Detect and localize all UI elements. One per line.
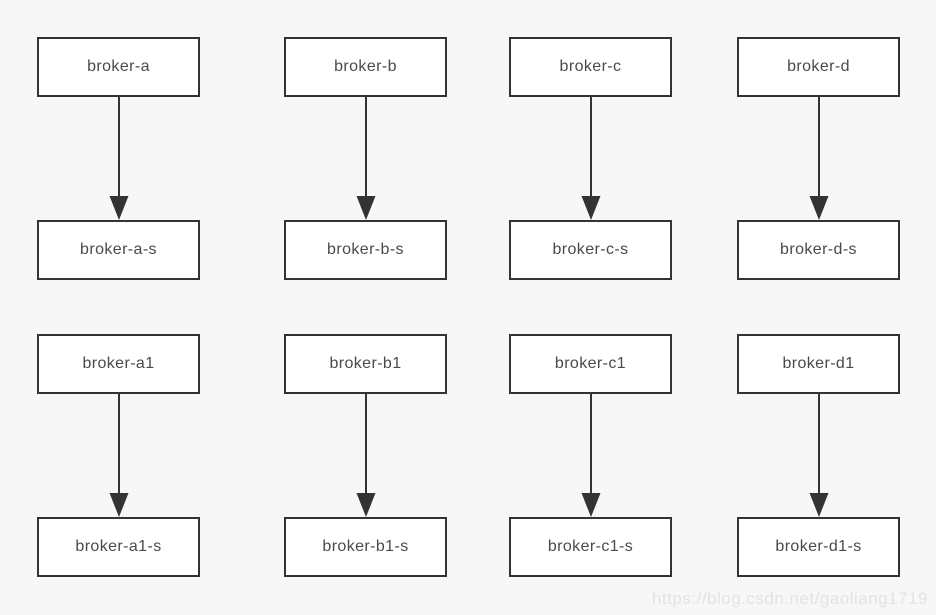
pair-broker-b: broker-b broker-b-s: [284, 37, 447, 280]
pair-broker-c1: broker-c1 broker-c1-s: [509, 334, 672, 577]
node-broker-c-s: broker-c-s: [509, 220, 672, 280]
pair-broker-d1: broker-d1 broker-d1-s: [737, 334, 900, 577]
node-broker-d1-s: broker-d1-s: [737, 517, 900, 577]
arrow-broker-a-to-broker-a-s: [37, 97, 200, 220]
node-broker-b1: broker-b1: [284, 334, 447, 394]
node-broker-d-s: broker-d-s: [737, 220, 900, 280]
arrow-down-icon: [356, 394, 375, 517]
node-broker-b-s: broker-b-s: [284, 220, 447, 280]
arrow-down-icon: [109, 394, 128, 517]
node-broker-b1-s: broker-b1-s: [284, 517, 447, 577]
arrow-down-icon: [581, 97, 600, 220]
node-broker-c: broker-c: [509, 37, 672, 97]
pair-broker-a: broker-a broker-a-s: [37, 37, 200, 280]
arrow-down-icon: [809, 394, 828, 517]
arrow-broker-c1-to-broker-c1-s: [509, 394, 672, 517]
node-broker-c1: broker-c1: [509, 334, 672, 394]
node-broker-a1-s: broker-a1-s: [37, 517, 200, 577]
arrow-down-icon: [356, 97, 375, 220]
arrow-broker-b-to-broker-b-s: [284, 97, 447, 220]
node-broker-b: broker-b: [284, 37, 447, 97]
node-broker-a1: broker-a1: [37, 334, 200, 394]
pair-broker-d: broker-d broker-d-s: [737, 37, 900, 280]
node-broker-d1: broker-d1: [737, 334, 900, 394]
node-broker-c1-s: broker-c1-s: [509, 517, 672, 577]
arrow-broker-d1-to-broker-d1-s: [737, 394, 900, 517]
arrow-broker-c-to-broker-c-s: [509, 97, 672, 220]
arrow-broker-a1-to-broker-a1-s: [37, 394, 200, 517]
node-broker-a-s: broker-a-s: [37, 220, 200, 280]
arrow-broker-b1-to-broker-b1-s: [284, 394, 447, 517]
pair-broker-c: broker-c broker-c-s: [509, 37, 672, 280]
arrow-down-icon: [581, 394, 600, 517]
pair-broker-b1: broker-b1 broker-b1-s: [284, 334, 447, 577]
arrow-broker-d-to-broker-d-s: [737, 97, 900, 220]
arrow-down-icon: [809, 97, 828, 220]
arrow-down-icon: [109, 97, 128, 220]
pair-broker-a1: broker-a1 broker-a1-s: [37, 334, 200, 577]
watermark-url: https://blog.csdn.net/gaoliang1719: [652, 589, 928, 608]
node-broker-d: broker-d: [737, 37, 900, 97]
node-broker-a: broker-a: [37, 37, 200, 97]
